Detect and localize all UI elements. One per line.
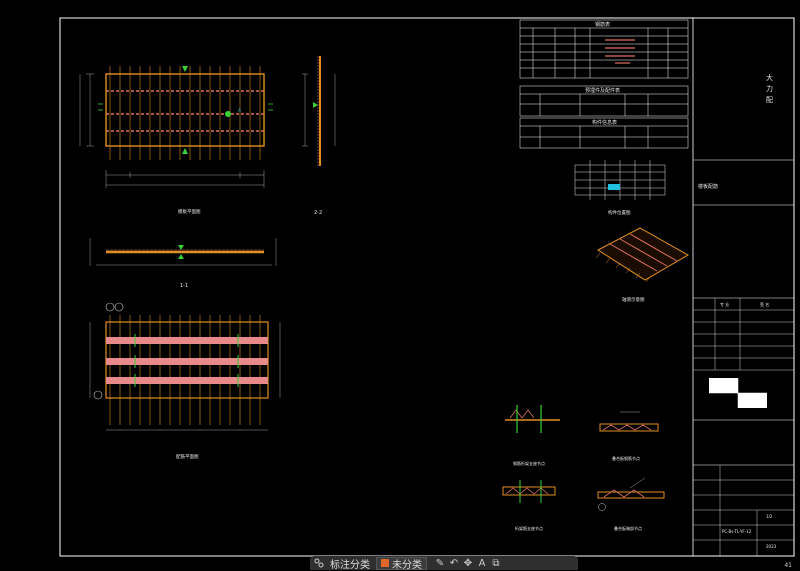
detail-4	[597, 477, 665, 511]
detail-1-title: 钢筋桁架支座节点	[513, 460, 545, 466]
title-block-project-line-2: 力	[766, 84, 773, 93]
detail-3	[502, 480, 556, 503]
page-number: 41	[784, 562, 792, 569]
axonometric-view	[595, 227, 690, 283]
summary-table	[519, 117, 689, 149]
key-plan-title: 构件位置图	[608, 209, 631, 216]
title-block-sheet-name: 楼板配筋	[698, 183, 718, 190]
title-block-drawing-no: PC-Bs-TL-YF-12	[722, 529, 752, 534]
plan-view: A	[79, 66, 273, 188]
section-2-2-view	[302, 56, 336, 166]
title-block-project-line-1: 大	[766, 73, 773, 82]
detail-2-title: 叠合板钢筋节点	[612, 455, 640, 461]
embedded-table-title: 预埋件及配件表	[585, 87, 620, 94]
undo-icon[interactable]: ↶	[449, 557, 459, 569]
plan-view-title: 模板平面图	[178, 208, 201, 215]
text-icon[interactable]: A	[478, 557, 486, 569]
section-1-1-title: 1-1	[180, 283, 188, 289]
move-icon[interactable]: ✥	[463, 557, 473, 569]
rebar-plan-title: 配筋平面图	[176, 453, 199, 460]
annotation-toolbar: 标注分类 未分类 ✎ ↶ ✥ A ⧉	[310, 556, 578, 571]
summary-table-title: 构件信息表	[592, 119, 617, 126]
embedded-parts-table	[519, 85, 689, 117]
rebar-table	[519, 19, 689, 79]
annotation-category-label: 标注分类	[330, 559, 370, 571]
section-2-2-title: 2-2	[314, 210, 322, 216]
annotation-category-icon[interactable]	[310, 556, 328, 570]
annotation-category-value: 未分类	[392, 559, 422, 571]
detail-2	[599, 411, 659, 432]
title-block-page: 1/2	[766, 514, 773, 519]
detail-1	[505, 405, 560, 433]
rebar-table-title: 钢筋表	[595, 21, 610, 28]
category-color-swatch	[381, 559, 389, 567]
copy-icon[interactable]: ⧉	[492, 557, 500, 569]
title-block-project-line-3: 配	[766, 96, 773, 104]
axonometric-title: 轴测示意图	[622, 296, 645, 303]
annotation-category-select[interactable]: 未分类	[376, 556, 427, 571]
section-1-1-view	[89, 238, 277, 266]
detail-4-title: 叠合板端部节点	[614, 525, 642, 531]
title-block	[692, 18, 794, 556]
rebar-plan-view	[89, 302, 281, 431]
title-block-header-signature: 签 名	[760, 301, 769, 307]
svg-text:A: A	[238, 108, 241, 113]
key-plan	[574, 160, 666, 200]
title-block-header-discipline: 专 业	[720, 301, 729, 307]
pen-icon[interactable]: ✎	[435, 557, 445, 569]
title-block-year: 2023	[766, 544, 777, 549]
detail-3-title: 桁架筋支座节点	[515, 525, 543, 531]
